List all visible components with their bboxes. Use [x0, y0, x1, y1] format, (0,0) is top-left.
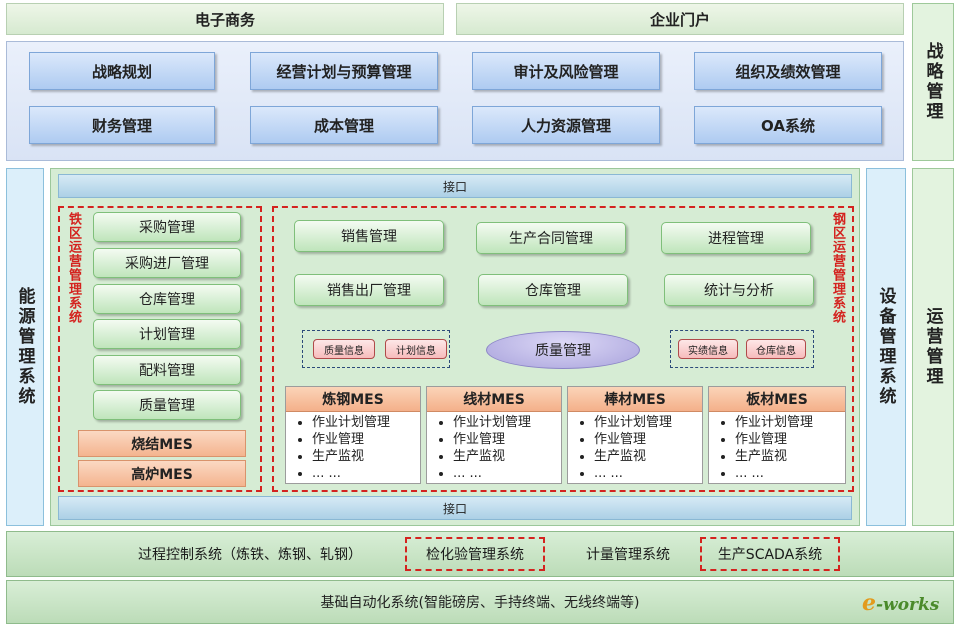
mes-item: 作业管理 — [312, 431, 420, 448]
mes-item: 作业计划管理 — [312, 414, 420, 431]
iron-planning: 计划管理 — [93, 319, 241, 349]
mes-item: ... ... — [312, 465, 420, 482]
iron-purchase-intake: 采购进厂管理 — [93, 248, 241, 278]
metering-label: 计量管理系统 — [586, 547, 670, 563]
progress-management: 进程管理 — [661, 222, 811, 254]
mes-item: 作业计划管理 — [594, 414, 702, 431]
mes-item: ... ... — [735, 465, 845, 482]
mes-item: 生产监视 — [594, 448, 702, 465]
iron-area-label: 铁区运营管理系统 — [66, 212, 81, 324]
scada-box: 生产SCADA系统 — [700, 537, 840, 571]
left-info-group — [302, 330, 450, 368]
strategy-management-text: 战略管理 — [922, 42, 943, 122]
right-info-group — [670, 330, 814, 368]
eworks-logo: e-works — [862, 590, 948, 616]
mes-item: 作业计划管理 — [453, 414, 561, 431]
mes-item: ... ... — [594, 465, 702, 482]
operations-management-text: 运营管理 — [922, 307, 943, 387]
steel-warehouse: 仓库管理 — [478, 274, 628, 306]
org-performance-box: 组织及绩效管理 — [694, 52, 882, 90]
business-plan-budget-box: 经营计划与预算管理 — [250, 52, 438, 90]
logo-e: e — [862, 590, 876, 616]
energy-management-text: 能源管理系统 — [14, 287, 35, 407]
quality-management-ellipse: 质量管理 — [486, 331, 640, 369]
iron-burden: 配料管理 — [93, 355, 241, 385]
mes-item: 作业管理 — [594, 431, 702, 448]
steelmaking-mes: 炼钢MES 作业计划管理 作业管理 生产监视 ... ... — [285, 386, 421, 484]
statistics-analysis: 统计与分析 — [664, 274, 814, 306]
strategy-planning-box: 战略规划 — [29, 52, 215, 90]
mes-item: 生产监视 — [453, 448, 561, 465]
lab-management-box: 检化验管理系统 — [405, 537, 545, 571]
plate-mes-title: 板材MES — [709, 387, 845, 412]
ecommerce-bar: 电子商务 — [6, 3, 444, 35]
plan-info-tag: 计划信息 — [385, 339, 447, 359]
logo-text: -works — [876, 595, 940, 615]
wire-mes-title: 线材MES — [427, 387, 561, 412]
steel-area-frame — [272, 206, 854, 492]
equipment-management-column: 设备管理系统 — [866, 168, 906, 526]
hr-box: 人力资源管理 — [472, 106, 660, 144]
energy-management-column: 能源管理系统 — [6, 168, 44, 526]
oa-box: OA系统 — [694, 106, 882, 144]
warehouse-info-tag: 仓库信息 — [746, 339, 806, 359]
mes-item: ... ... — [453, 465, 561, 482]
wire-mes: 线材MES 作业计划管理 作业管理 生产监视 ... ... — [426, 386, 562, 484]
audit-risk-box: 审计及风险管理 — [472, 52, 660, 90]
blast-furnace-mes: 高炉MES — [78, 460, 246, 487]
sales-dispatch: 销售出厂管理 — [294, 274, 444, 306]
interface-top: 接口 — [58, 174, 852, 198]
process-control-label: 过程控制系统（炼铁、炼钢、轧钢） — [138, 547, 362, 563]
finance-box: 财务管理 — [29, 106, 215, 144]
strategy-management-label: 战略管理 — [912, 3, 954, 161]
production-contract: 生产合同管理 — [476, 222, 626, 254]
equipment-management-text: 设备管理系统 — [875, 287, 896, 407]
mes-item: 作业计划管理 — [735, 414, 845, 431]
iron-warehouse: 仓库管理 — [93, 284, 241, 314]
performance-info-tag: 实绩信息 — [678, 339, 738, 359]
quality-info-tag: 质量信息 — [313, 339, 375, 359]
plate-mes: 板材MES 作业计划管理 作业管理 生产监视 ... ... — [708, 386, 846, 484]
mes-item: 作业管理 — [735, 431, 845, 448]
mes-item: 生产监视 — [312, 448, 420, 465]
cost-box: 成本管理 — [250, 106, 438, 144]
operations-management-label: 运营管理 — [912, 168, 954, 526]
iron-purchase: 采购管理 — [93, 212, 241, 242]
interface-bottom: 接口 — [58, 496, 852, 520]
steel-area-label: 钢区运营管理系统 — [830, 212, 845, 324]
portal-bar: 企业门户 — [456, 3, 904, 35]
mes-item: 生产监视 — [735, 448, 845, 465]
automation-layer: 基础自动化系统(智能磅房、手持终端、无线终端等) — [6, 580, 954, 624]
steelmaking-mes-title: 炼钢MES — [286, 387, 420, 412]
sales-management: 销售管理 — [294, 220, 444, 252]
mes-item: 作业管理 — [453, 431, 561, 448]
sinter-mes: 烧结MES — [78, 430, 246, 457]
bar-mes-title: 棒材MES — [568, 387, 702, 412]
bar-mes: 棒材MES 作业计划管理 作业管理 生产监视 ... ... — [567, 386, 703, 484]
iron-quality: 质量管理 — [93, 390, 241, 420]
iron-area-frame — [58, 206, 262, 492]
